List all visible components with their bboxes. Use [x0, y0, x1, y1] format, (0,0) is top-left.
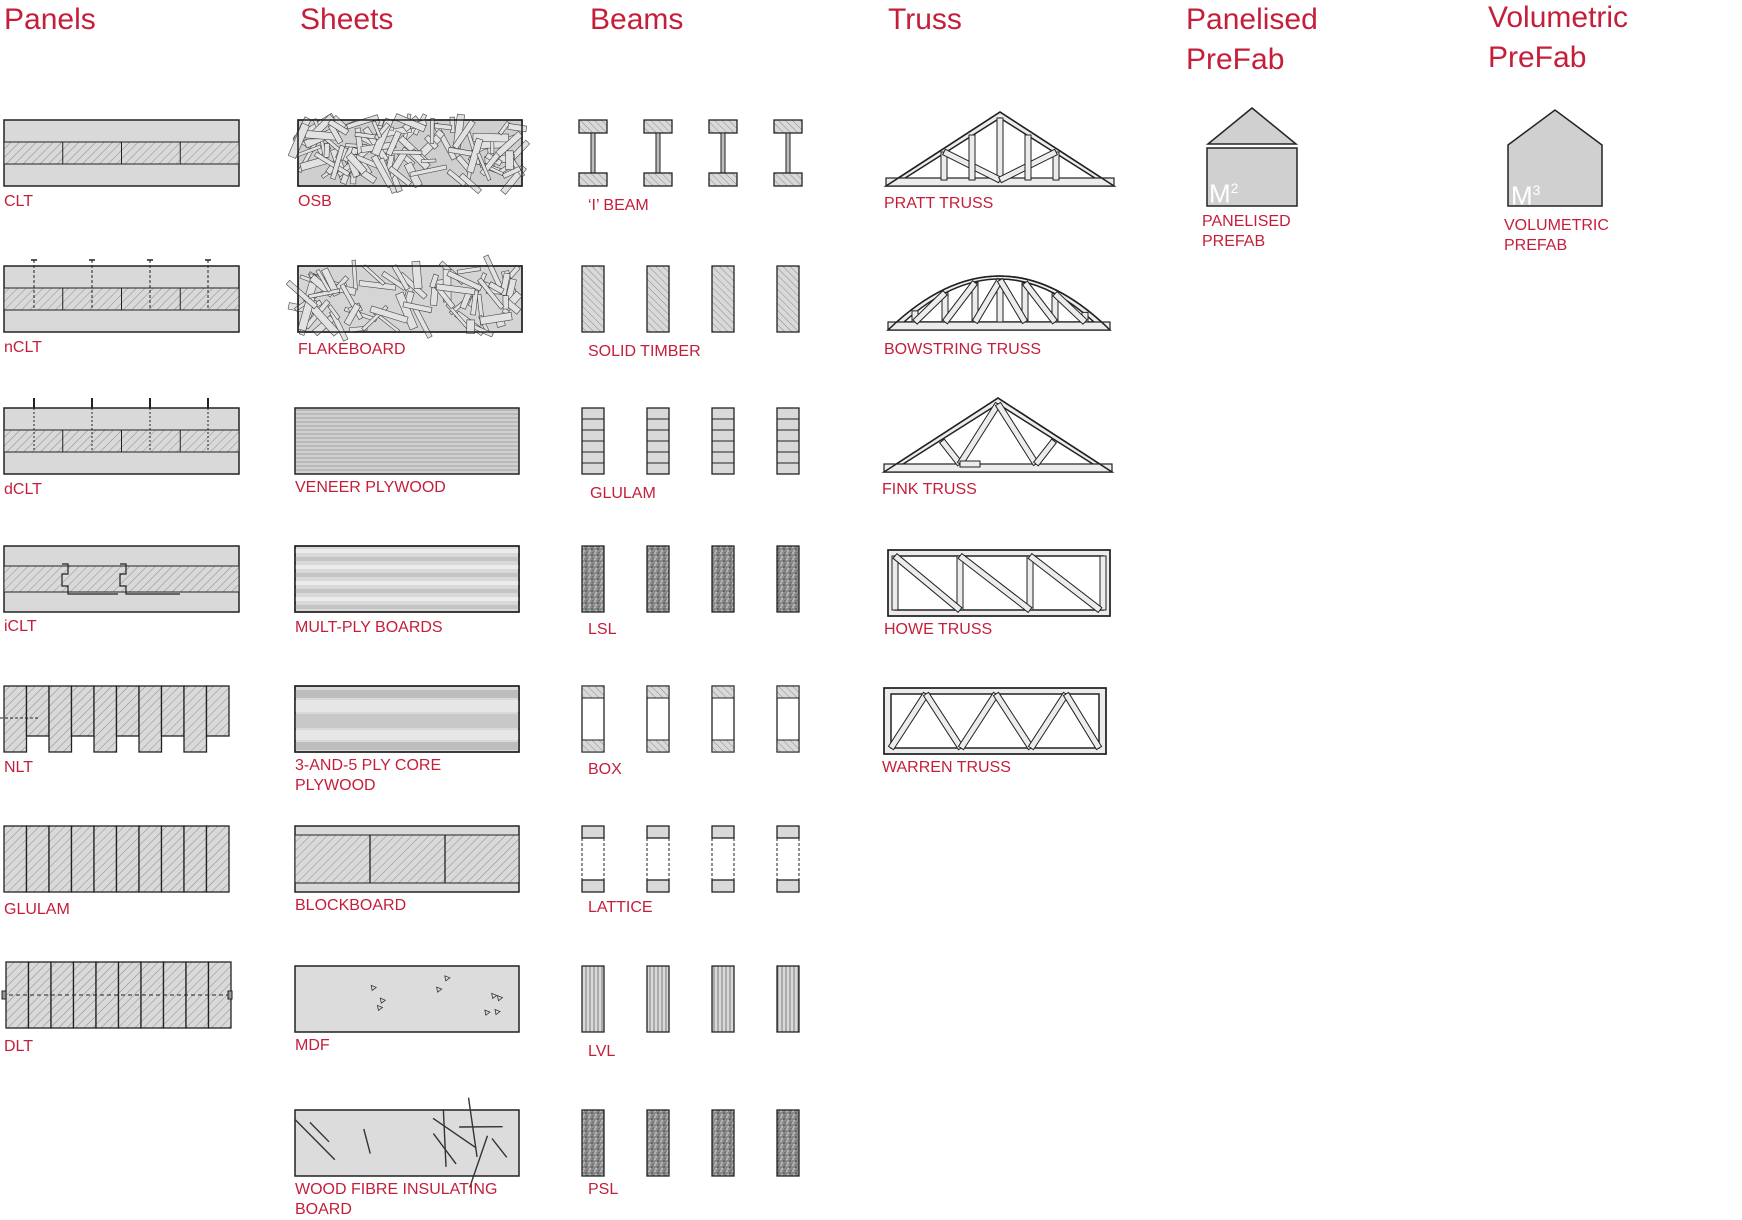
truss-label-warren: WARREN TRUSS [882, 758, 1011, 778]
volumetric-unit: M3 [1511, 176, 1540, 210]
panel-label-nlt: NLT [4, 758, 33, 778]
truss-label-pratt: PRATT TRUSS [884, 194, 993, 214]
volumetric-prefab-heading: Volumetric PreFab [1488, 0, 1628, 78]
panel-shape-dclt [4, 398, 239, 474]
sheet-shape-veneer-plywood [295, 408, 519, 474]
beam-shape-box [582, 686, 799, 752]
truss-label-howe: HOWE TRUSS [884, 620, 992, 640]
beam-shape-lattice [582, 826, 799, 892]
beam-shape-solid-timber [582, 266, 799, 332]
beam-shape-psl [582, 1110, 799, 1176]
beam-label-lattice: LATTICE [588, 898, 653, 918]
sheet-label-mdf: MDF [295, 1036, 330, 1056]
truss-shape-bowstring [888, 276, 1110, 330]
truss-shape-fink [884, 398, 1112, 472]
beam-label-lvl: LVL [588, 1042, 615, 1062]
beam-label-box: BOX [588, 760, 622, 780]
sheet-label-osb: OSB [298, 192, 332, 212]
sheet-label-wood-fibre: WOOD FIBRE INSULATING BOARD [295, 1180, 497, 1220]
beam-shape-lvl [582, 966, 799, 1032]
truss-heading: Truss [888, 0, 962, 40]
truss-shape-warren [884, 688, 1106, 754]
panelised-prefab-heading: Panelised PreFab [1186, 0, 1318, 80]
sheet-label-flakeboard: FLAKEBOARD [298, 340, 406, 360]
truss-shape-pratt [886, 112, 1114, 186]
panel-shape-clt [4, 120, 239, 186]
sheet-shape-blockboard [295, 826, 519, 892]
beams-heading: Beams [590, 0, 683, 40]
sheet-shape-osb [288, 113, 529, 194]
truss-shape-howe [888, 550, 1110, 616]
sheet-label-mult-ply-boards: MULT-PLY BOARDS [295, 618, 443, 638]
panel-shape-glulam [4, 826, 229, 892]
panel-shape-dlt [2, 962, 232, 1028]
sheet-shape-mdf [295, 966, 519, 1032]
panel-label-nclt: nCLT [4, 338, 42, 358]
sheet-shape-mult-ply [295, 546, 519, 612]
beam-label-psl: PSL [588, 1180, 618, 1200]
truss-label-fink: FINK TRUSS [882, 480, 977, 500]
panel-label-clt: CLT [4, 192, 33, 212]
beam-label-i-beam: ‘I’ BEAM [588, 196, 649, 216]
panels-heading: Panels [4, 0, 96, 40]
panelised-unit: M2 [1209, 174, 1238, 208]
sheet-shape-wood-fibre [295, 1098, 519, 1188]
sheet-shape-flakeboard [286, 255, 522, 341]
beam-label-solid-timber: SOLID TIMBER [588, 342, 701, 362]
sheet-label-blockboard: BLOCKBOARD [295, 896, 406, 916]
panel-shape-nclt [4, 260, 239, 332]
sheet-label-veneer-plywood: VENEER PLYWOOD [295, 478, 446, 498]
panelised-prefab-label: PANELISED PREFAB [1202, 212, 1291, 252]
beam-label-glulam: GLULAM [590, 484, 656, 504]
volumetric-prefab-label: VOLUMETRIC PREFAB [1504, 216, 1609, 256]
panel-shape-nlt [0, 686, 229, 752]
beam-shape-lsl [582, 546, 799, 612]
sheet-label-3-and-5-ply: 3-AND-5 PLY CORE PLYWOOD [295, 756, 441, 796]
beam-shape-glulam [582, 408, 799, 474]
panel-label-iclt: iCLT [4, 617, 37, 637]
truss-label-bowstring: BOWSTRING TRUSS [884, 340, 1041, 360]
sheets-heading: Sheets [300, 0, 393, 40]
sheet-shape-3-and-5-ply [295, 686, 519, 752]
panel-label-dlt: DLT [4, 1037, 33, 1057]
panel-label-dclt: dCLT [4, 480, 42, 500]
beam-label-lsl: LSL [588, 620, 616, 640]
panel-label-glulam: GLULAM [4, 900, 70, 920]
beam-shape-i-beam [579, 120, 802, 186]
panel-shape-iclt [4, 546, 239, 612]
